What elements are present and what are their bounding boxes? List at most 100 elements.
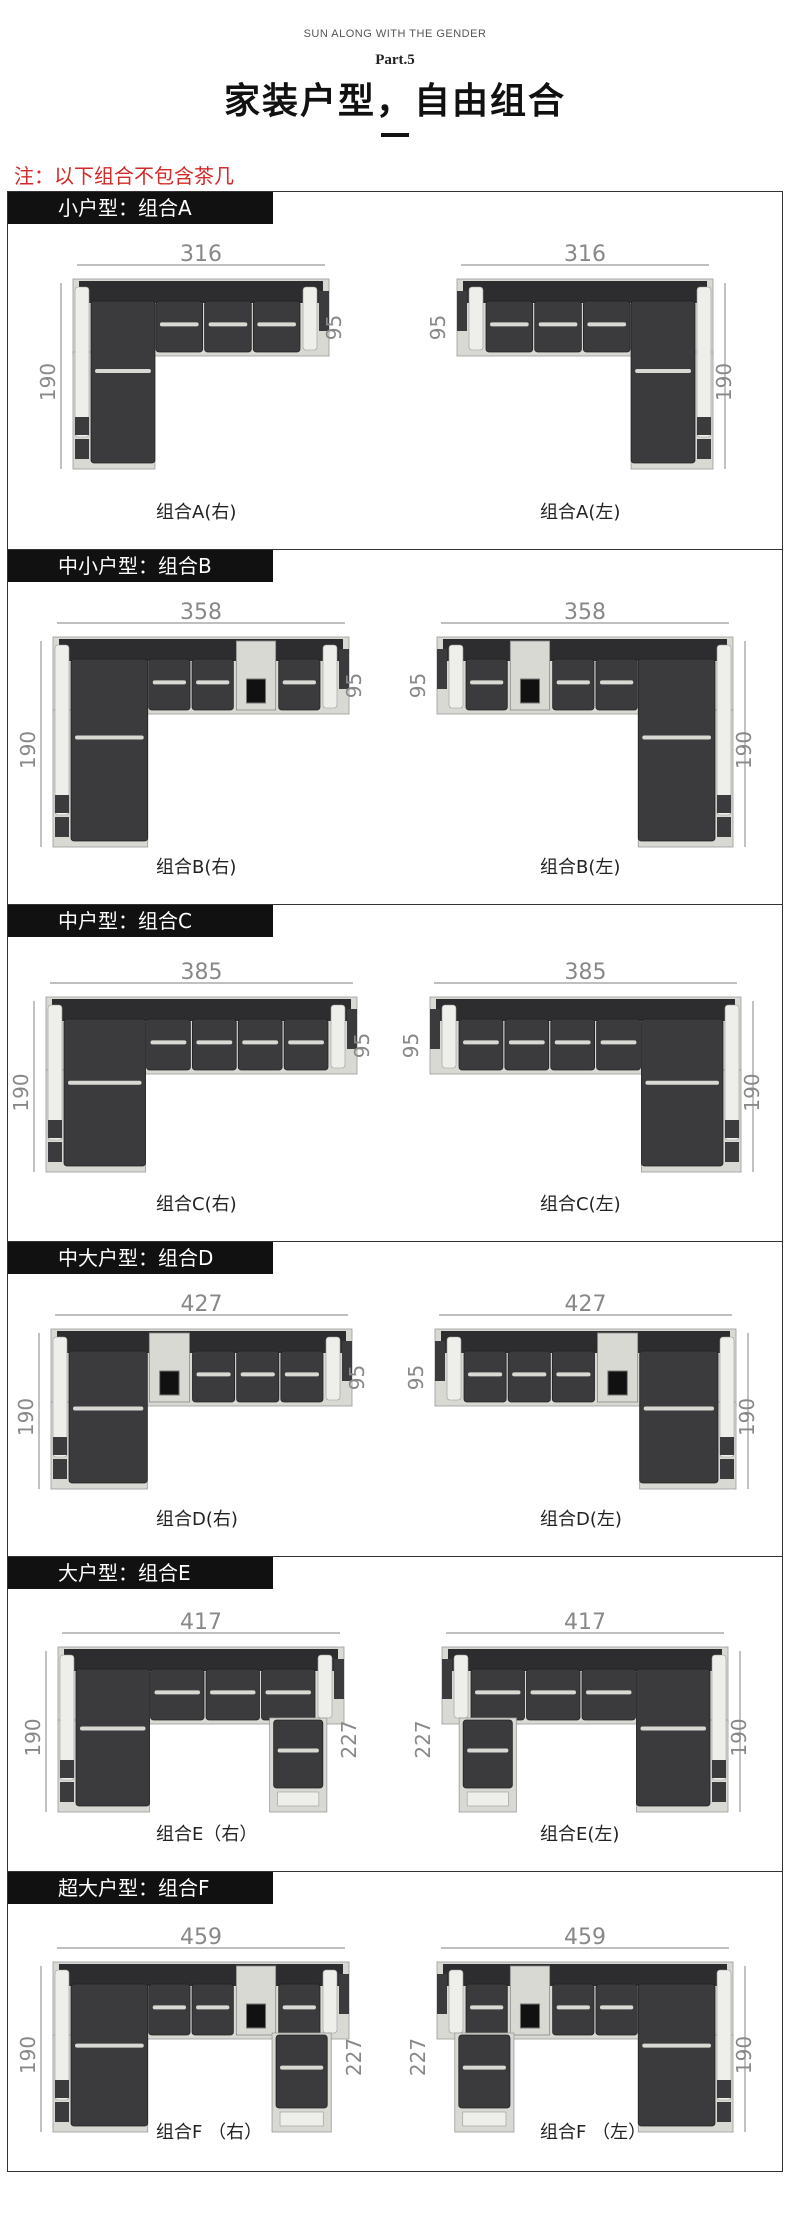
depth-dimension: 190 (16, 2036, 40, 2074)
seat-cushion (507, 1350, 551, 1403)
seat-cushion (552, 1983, 595, 2036)
chaise-seat (90, 300, 156, 464)
chaise-seat (630, 300, 696, 464)
header-kicker: SUN ALONG WITH THE GENDER (303, 28, 487, 40)
title-underline (381, 133, 409, 137)
chaise-seat (637, 658, 716, 842)
chaise-seat (63, 1018, 146, 1167)
seat-cushion (148, 658, 191, 711)
seat-cushion (595, 1018, 641, 1071)
section-label: 超大户型：组合F (8, 1872, 273, 1904)
sofa-plan (429, 996, 741, 1173)
caption-left-variant: 组合E(左) (540, 1824, 620, 1845)
backrest (448, 1649, 722, 1671)
backrest (435, 999, 735, 1021)
section-label: 中小户型：组合B (8, 550, 273, 582)
seat-depth-dimension: 95 (406, 673, 430, 698)
sofa-plan (52, 1961, 350, 2133)
caption-right-variant: 组合C(右) (156, 1194, 237, 1215)
backrest (440, 1331, 730, 1353)
chaise-seat (70, 658, 149, 842)
seat-depth-dimension: 95 (426, 315, 450, 340)
seat-cushion (458, 1018, 503, 1071)
seat-cushion (465, 1983, 508, 2036)
seat-cushion (581, 1668, 636, 1721)
seat-cushion (191, 1983, 234, 2036)
backrest (443, 639, 727, 661)
width-dimension: 316 (564, 242, 606, 267)
seat-cushion (595, 1983, 638, 2036)
caption-right-variant: 组合D(右) (156, 1509, 238, 1530)
section-label: 小户型：组合A (8, 192, 273, 224)
chaise-seat (70, 1983, 149, 2127)
sofa-plan-left-variant: 459 190 227 (406, 1925, 756, 2133)
caption-left-variant: 组合A(左) (540, 502, 621, 523)
section-label: 中户型：组合C (8, 905, 273, 937)
part-number: Part.5 (375, 52, 415, 68)
depth-dimension: 190 (14, 1398, 38, 1436)
chaise-seat (638, 1350, 718, 1484)
seat-cushion (549, 1018, 595, 1071)
seat-cushion (279, 1350, 323, 1403)
seat-depth-dimension: 95 (350, 1033, 374, 1058)
side-depth-dimension: 227 (337, 1720, 361, 1758)
width-dimension: 417 (564, 1610, 606, 1635)
width-dimension: 358 (564, 600, 606, 625)
seat-depth-dimension: 95 (404, 1365, 428, 1390)
depth-dimension: 190 (36, 363, 60, 401)
seat-cushion (155, 300, 204, 353)
depth-dimension: 190 (9, 1073, 33, 1111)
chaise-seat (75, 1668, 150, 1807)
width-dimension: 427 (564, 1292, 606, 1317)
seat-cushion (205, 1668, 260, 1721)
width-dimension: 459 (564, 1925, 606, 1950)
seat-cushion (503, 1018, 549, 1071)
seat-cushion (485, 300, 534, 353)
sofa-plan (50, 1328, 352, 1490)
seat-cushion (534, 300, 582, 353)
seat-cushion (582, 300, 631, 353)
seat-cushion (261, 1668, 316, 1721)
backrest (463, 281, 707, 303)
width-dimension: 385 (564, 960, 606, 985)
corner-seat (273, 1719, 324, 1789)
seat-cushion (526, 1668, 581, 1721)
depth-dimension: 190 (732, 2036, 756, 2074)
sofa-plan (72, 278, 330, 470)
page-title: 家装户型，自由组合 (223, 81, 566, 122)
backrest (56, 1331, 346, 1353)
seat-cushion (278, 658, 321, 711)
caption-left-variant: 组合D(左) (540, 1509, 622, 1530)
width-dimension: 427 (180, 1292, 222, 1317)
seat-cushion (463, 1350, 507, 1403)
depth-dimension: 190 (16, 731, 40, 769)
seat-cushion (595, 658, 638, 711)
corner-seat (458, 2034, 511, 2109)
sofa-plan-right-variant: 459 190 227 (16, 1925, 366, 2133)
section-label: 大户型：组合E (8, 1557, 273, 1589)
side-depth-dimension: 227 (411, 1720, 435, 1758)
side-depth-dimension: 227 (342, 2038, 366, 2076)
disclaimer-note: 注：以下组合不包含茶几 (14, 164, 234, 188)
side-depth-dimension: 227 (406, 2038, 430, 2076)
caption-left-variant: 组合F （左） (540, 2122, 647, 2143)
section-label: 中大户型：组合D (8, 1242, 273, 1274)
seat-cushion (470, 1668, 525, 1721)
sofa-plan (436, 636, 734, 848)
sofa-plan (57, 1646, 345, 1813)
seat-cushion (145, 1018, 191, 1071)
caption-right-variant: 组合F （右） (156, 2122, 263, 2143)
seat-cushion (552, 658, 595, 711)
width-dimension: 459 (180, 1925, 222, 1950)
seat-cushion (252, 300, 301, 353)
page-header: SUN ALONG WITH THE GENDER Part.5 家装户型，自由… (0, 0, 790, 145)
seat-cushion (191, 1018, 237, 1071)
sofa-plan (456, 278, 714, 470)
depth-dimension: 190 (21, 1718, 45, 1756)
